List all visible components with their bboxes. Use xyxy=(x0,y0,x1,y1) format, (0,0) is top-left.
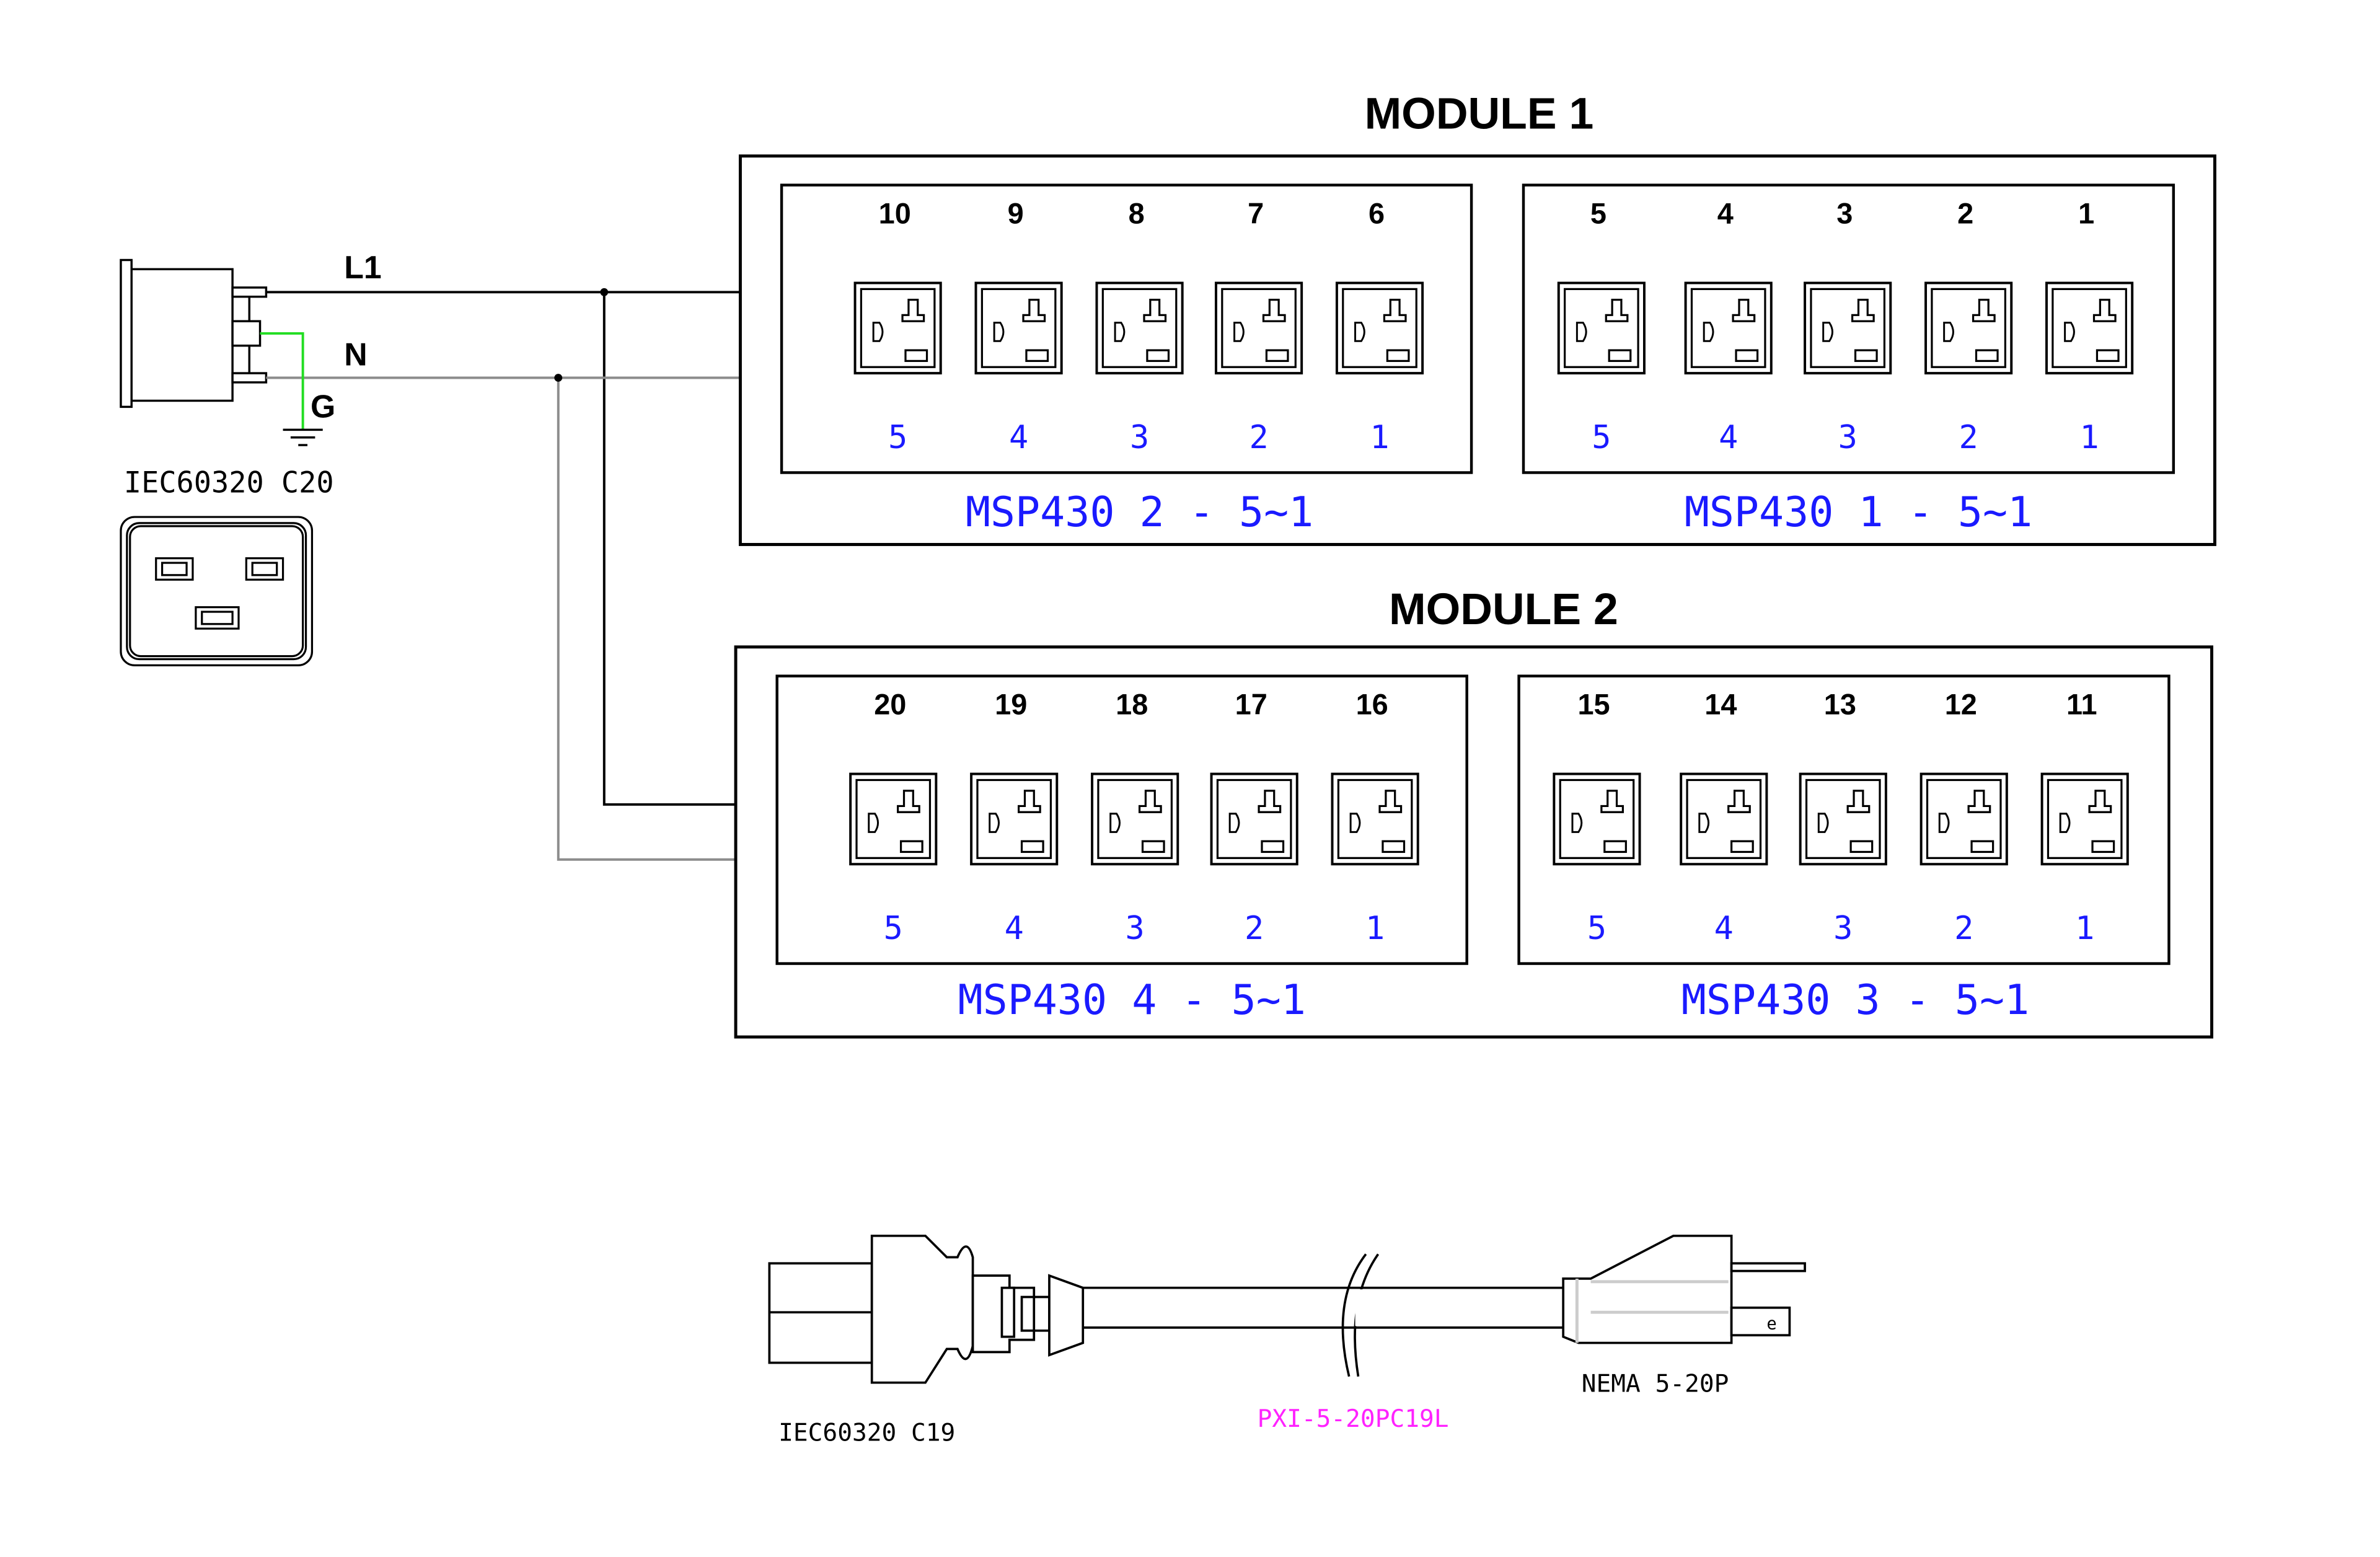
nema-5-20r-outlet-icon xyxy=(974,281,1063,375)
junction-dot xyxy=(554,374,563,382)
left-connector-label: IEC60320 C19 xyxy=(778,1418,955,1447)
outlet-number: 12 xyxy=(1945,688,1977,720)
port-number: 4 xyxy=(1005,910,1024,947)
outlet-number: 4 xyxy=(1717,197,1734,229)
port-number: 2 xyxy=(1959,419,1978,456)
port-number: 1 xyxy=(2080,419,2099,456)
neutral-label: N xyxy=(344,337,367,373)
inlet-label: IEC60320 C20 xyxy=(124,466,334,500)
bank-label: MSP430 3 - 5~1 xyxy=(1681,976,2029,1024)
neutral-wire-module2 xyxy=(557,377,736,861)
module-enclosure xyxy=(734,645,2214,1039)
port-number: 5 xyxy=(1592,419,1611,456)
port-number: 4 xyxy=(1009,419,1028,456)
power-cord-icon: e xyxy=(768,1234,1806,1384)
nema-5-20r-outlet-icon xyxy=(1684,281,1773,375)
port-number: 1 xyxy=(1370,419,1389,456)
module-title: MODULE 2 xyxy=(1389,584,1618,634)
outlet-number: 9 xyxy=(1008,197,1024,229)
outlet-number: 8 xyxy=(1129,197,1145,229)
nema-5-20r-outlet-icon xyxy=(1331,772,1419,866)
outlet-number: 3 xyxy=(1836,197,1853,229)
cord-part-number: PXI-5-20PC19L xyxy=(1258,1405,1449,1433)
outlet-number: 5 xyxy=(1590,197,1606,229)
bank-label: MSP430 4 - 5~1 xyxy=(958,976,1305,1024)
port-number: 5 xyxy=(884,910,903,947)
bank-frame xyxy=(1522,183,2175,474)
port-number: 3 xyxy=(1838,419,1858,456)
port-number: 4 xyxy=(1719,419,1738,456)
nema-5-20r-outlet-icon xyxy=(1210,772,1298,866)
nema-5-20r-outlet-icon xyxy=(1680,772,1768,866)
outlet-number: 6 xyxy=(1368,197,1385,229)
port-number: 2 xyxy=(1954,910,1973,947)
nema-5-20r-outlet-icon xyxy=(1799,772,1887,866)
right-connector-label: NEMA 5-20P xyxy=(1582,1370,1729,1398)
nema-5-20r-outlet-icon xyxy=(1557,281,1646,375)
svg-text:e: e xyxy=(1766,1314,1776,1333)
port-number: 3 xyxy=(1833,910,1853,947)
port-number: 1 xyxy=(1365,910,1385,947)
outlet-number: 1 xyxy=(2078,197,2094,229)
nema-5-20r-outlet-icon xyxy=(1804,281,1892,375)
outlet-number: 20 xyxy=(874,688,906,720)
outlet-number: 10 xyxy=(879,197,911,229)
module-enclosure xyxy=(738,154,2216,546)
bank-label: MSP430 1 - 5~1 xyxy=(1685,488,2032,536)
nema-5-20r-outlet-icon xyxy=(1924,281,2013,375)
outlet-number: 2 xyxy=(1957,197,1973,229)
line-label: L1 xyxy=(344,249,381,285)
bank-frame xyxy=(1517,674,2171,965)
outlet-number: 18 xyxy=(1116,688,1148,720)
nema-5-20r-outlet-icon xyxy=(1091,772,1179,866)
iec-c20-inlet-icon xyxy=(120,258,268,408)
iec-c20-face-icon xyxy=(120,516,314,667)
nema-5-20r-outlet-icon xyxy=(1919,772,2008,866)
outlet-number: 7 xyxy=(1248,197,1264,229)
wiring xyxy=(260,288,741,861)
port-number: 4 xyxy=(1714,910,1734,947)
outlet-number: 15 xyxy=(1577,688,1610,720)
port-number: 3 xyxy=(1130,419,1149,456)
nema-5-20r-outlet-icon xyxy=(1553,772,1641,866)
bank-label: MSP430 2 - 5~1 xyxy=(966,488,1313,536)
nema-5-20r-outlet-icon xyxy=(1095,281,1184,375)
bank-frame xyxy=(775,674,1468,965)
outlet-number: 17 xyxy=(1235,688,1267,720)
bank-frame xyxy=(780,183,1473,474)
port-number: 5 xyxy=(888,419,907,456)
port-number: 2 xyxy=(1249,419,1268,456)
ground-wire xyxy=(260,332,304,430)
port-number: 2 xyxy=(1245,910,1264,947)
outlet-number: 16 xyxy=(1356,688,1388,720)
line-wire-module2 xyxy=(602,292,736,806)
port-number: 5 xyxy=(1587,910,1606,947)
port-number: 3 xyxy=(1126,910,1145,947)
nema-5-20r-outlet-icon xyxy=(849,772,938,866)
port-number: 1 xyxy=(2075,910,2094,947)
outlet-number: 19 xyxy=(995,688,1027,720)
nema-5-20r-outlet-icon xyxy=(2040,772,2129,866)
module-title: MODULE 1 xyxy=(1365,89,1594,138)
nema-5-20r-outlet-icon xyxy=(1335,281,1424,375)
nema-5-20r-outlet-icon xyxy=(853,281,942,375)
outlet-number: 11 xyxy=(2066,688,2097,720)
nema-5-20r-outlet-icon xyxy=(970,772,1059,866)
outlet-number: 13 xyxy=(1824,688,1856,720)
nema-5-20r-outlet-icon xyxy=(1214,281,1303,375)
ground-label: G xyxy=(311,389,335,425)
junction-dot xyxy=(600,288,609,296)
ground-symbol-icon xyxy=(283,428,323,446)
nema-5-20r-outlet-icon xyxy=(2045,281,2134,375)
outlet-number: 14 xyxy=(1704,688,1737,720)
